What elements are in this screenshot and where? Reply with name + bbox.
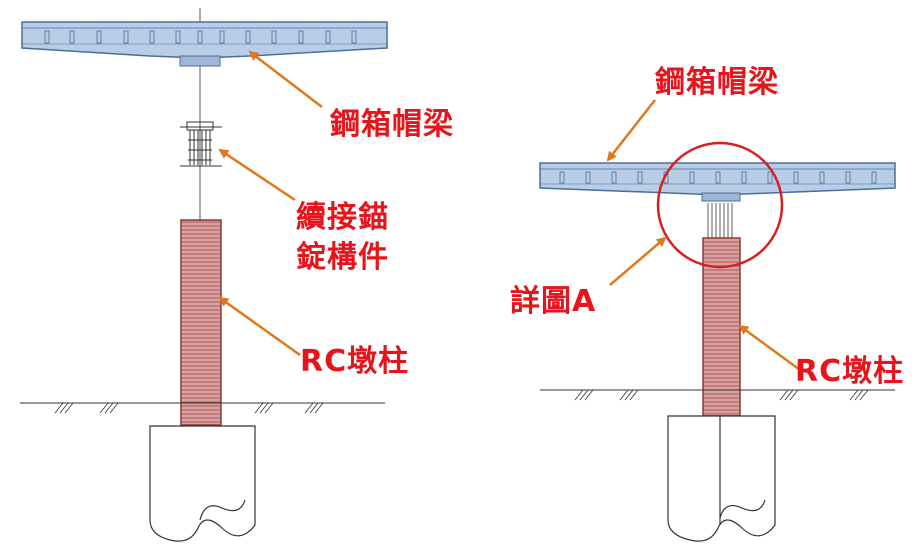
arrow-to-cap-beam [248,50,323,108]
right-diagram [539,99,896,542]
left-ground [20,402,385,414]
left-splice-anchor-label: 續接錨 錠構件 [296,198,389,278]
left-cap-beam-label: 鋼箱帽梁 [330,107,454,142]
right-cap-beam-label: 鋼箱帽梁 [655,65,779,100]
arrow-to-detail-a [609,236,667,286]
left-steel-cap-beam [21,21,388,67]
left-arrows [218,50,323,357]
left-rc-pier-label: RC墩柱 [300,344,410,379]
arrow-to-rc-pier [218,296,301,357]
right-ground [540,389,895,401]
detail-a-circle [656,141,784,269]
left-splice-anchor-label-line2: 錠構件 [296,240,389,275]
left-diagram [20,8,388,542]
detail-a-label: 詳圖A [510,284,597,319]
right-arrows [606,99,801,372]
arrow-to-splice-anchor [218,148,296,202]
right-splice-anchor [707,203,733,238]
left-splice-anchor-label-line1: 續接錨 [296,200,389,235]
right-foundation-pile [667,415,776,542]
right-rc-pier-label: RC墩柱 [795,354,905,389]
left-foundation-pile [149,425,256,542]
right-steel-cap-beam [539,162,896,202]
arrow-to-right-rc-pier [738,324,801,372]
left-splice-anchor [180,121,222,167]
arrow-to-right-cap-beam [606,99,656,162]
left-rc-pier [180,219,222,426]
